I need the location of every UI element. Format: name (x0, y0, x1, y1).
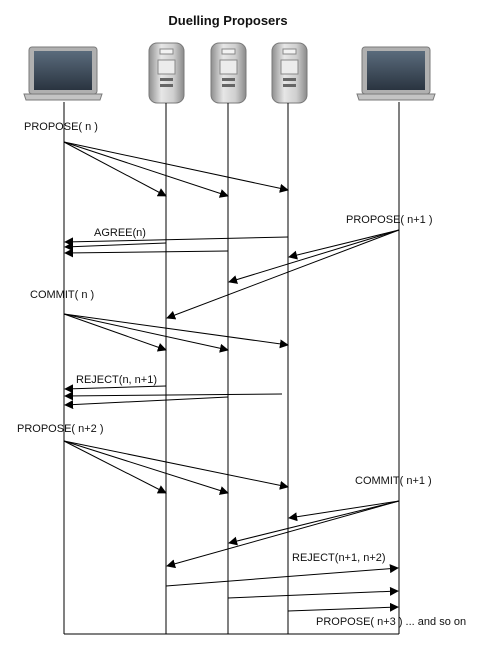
arrow-commit-n1-a1 (166, 500, 400, 569)
label-propose-n: PROPOSE( n ) (24, 121, 98, 133)
arrow-propose-n1-a2 (228, 229, 400, 284)
label-propose-n1: PROPOSE( n+1 ) (346, 214, 433, 226)
arrow-propose-n-a3 (63, 141, 289, 193)
arrow-propose-n-a1 (63, 141, 167, 197)
label-agree-n: AGREE(n) (94, 227, 146, 239)
server-icon (271, 42, 308, 104)
arrow-propose-n1-a3 (288, 229, 400, 260)
arrow-propose-n2-a2 (63, 440, 229, 495)
arrow-commit-n1-a3 (288, 500, 400, 522)
server-icon (148, 42, 185, 104)
label-reject-n-n1: REJECT(n, n+1) (76, 374, 157, 386)
arrow-agree-a2 (64, 248, 229, 258)
arrow-agree-a3 (64, 236, 289, 247)
arrow-commit-n1-a2 (228, 500, 400, 546)
laptop-icon (356, 46, 436, 101)
messages (63, 141, 400, 612)
label-reject-n1-n2: REJECT(n+1, n+2) (292, 552, 386, 564)
arrow-reject-a2 (64, 396, 229, 410)
arrow-reject2-a3 (287, 602, 399, 612)
arrow-reject-a1 (64, 384, 167, 394)
label-commit-n1: COMMIT( n+1 ) (355, 475, 432, 487)
arrow-reject2-a2 (227, 586, 399, 599)
label-commit-n: COMMIT( n ) (30, 289, 94, 301)
arrow-commit-n-a2 (63, 313, 229, 353)
diagram-title: Duelling Proposers (168, 13, 287, 28)
arrow-propose-n2-a3 (63, 440, 289, 490)
arrow-reject2-a1 (165, 564, 399, 587)
arrow-reject-a3 (64, 391, 283, 401)
server-icon (210, 42, 247, 104)
arrow-commit-n-a3 (63, 313, 289, 349)
arrow-commit-n-a1 (63, 313, 167, 352)
arrow-propose-n1-a1 (166, 229, 400, 320)
arrow-propose-n-a2 (63, 141, 229, 198)
label-propose-n2: PROPOSE( n+2 ) (17, 423, 104, 435)
laptop-icon (23, 46, 103, 101)
label-propose-n3: PROPOSE( n+3 ) ... and so on (316, 616, 466, 628)
arrow-agree-a1 (64, 242, 167, 252)
arrow-propose-n2-a1 (63, 440, 167, 494)
